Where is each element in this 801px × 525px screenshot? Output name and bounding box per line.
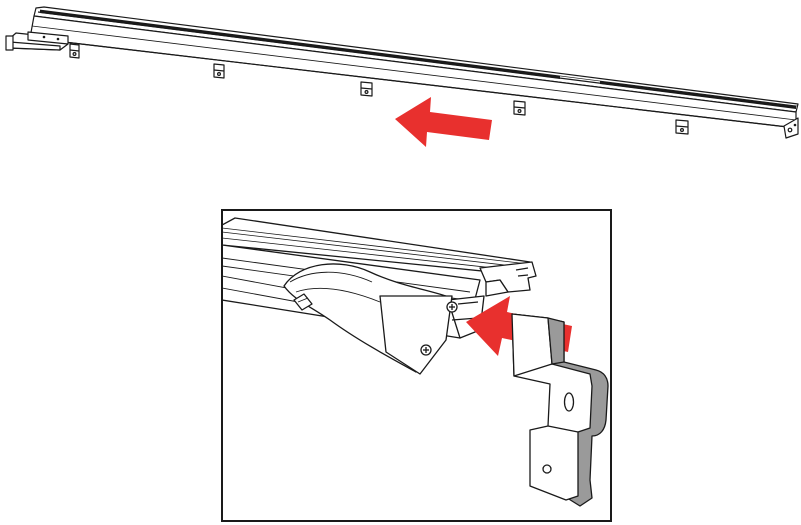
rail-clip-2 bbox=[213, 63, 225, 79]
rail-clip-1 bbox=[69, 43, 80, 59]
rail-left-end-cap bbox=[5, 31, 69, 51]
detail-inset bbox=[221, 209, 612, 522]
bracket-hole bbox=[542, 464, 552, 474]
rail-clip-3 bbox=[360, 81, 373, 97]
rail-dark-stripe bbox=[40, 10, 560, 79]
rail-clip-4 bbox=[513, 100, 526, 116]
rail-clip-5 bbox=[675, 119, 689, 135]
flap-latch bbox=[293, 293, 313, 311]
rail-dark-stripe-right bbox=[600, 81, 796, 109]
rail-bottom-edge bbox=[29, 37, 797, 129]
rail-overview bbox=[5, 6, 799, 139]
end-plate bbox=[379, 295, 458, 375]
bracket-slot bbox=[563, 392, 575, 412]
rail-top-groove-2 bbox=[39, 9, 798, 107]
rail-front-line bbox=[31, 25, 797, 121]
left-arrow-icon bbox=[395, 97, 492, 147]
rail-right-end-cap bbox=[783, 117, 799, 139]
